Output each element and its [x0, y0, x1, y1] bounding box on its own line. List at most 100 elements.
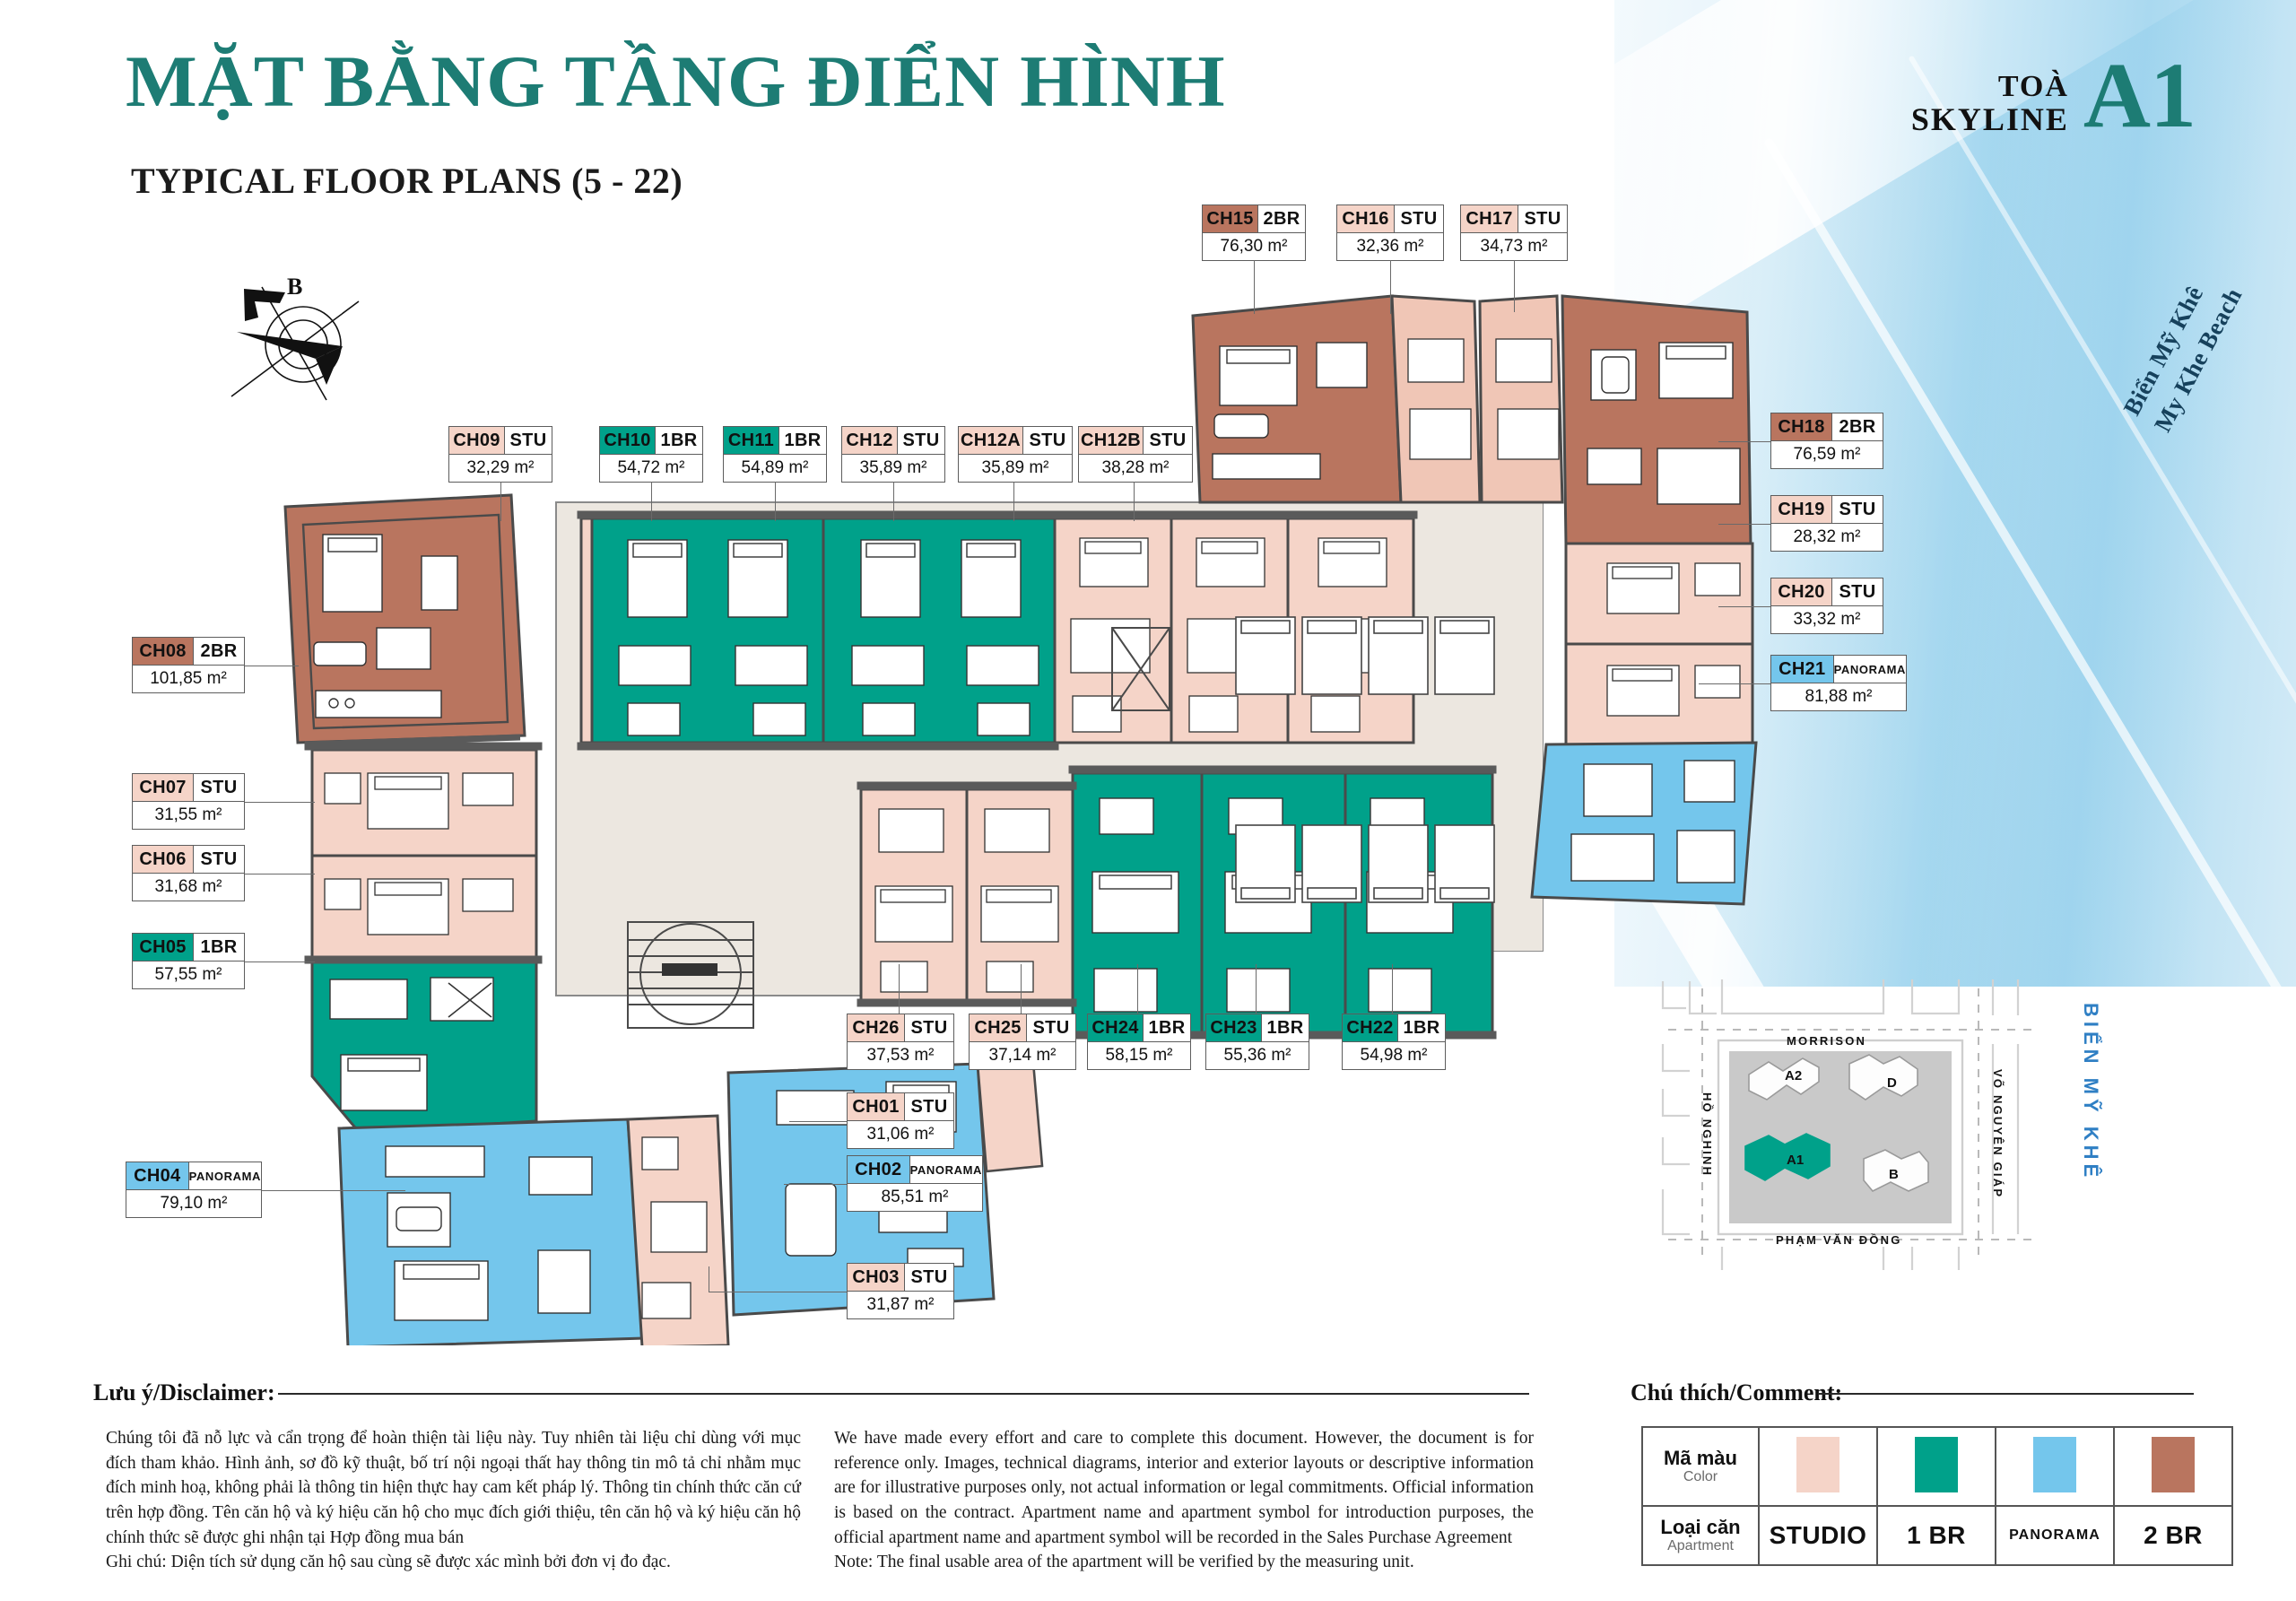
unit-type: STU [1832, 579, 1883, 605]
unit-code: CH12 [842, 427, 898, 454]
unit-area: 37,14 m² [970, 1042, 1075, 1069]
unit-type: STU [1832, 496, 1883, 523]
leader-line [789, 1121, 847, 1123]
ocean-deep-band [1614, 0, 2296, 987]
leader-line [1390, 260, 1392, 314]
leader-line [899, 964, 900, 1014]
legend-type-row: Loại căn Apartment STUDIO 1 BR PANORAMA … [1641, 1505, 2233, 1566]
unit-type: 2BR [194, 638, 244, 665]
site-street-right: VÕ NGUYÊN GIÁP [1991, 1069, 2005, 1199]
unit-type: 2BR [1258, 205, 1305, 232]
unit-type: STU [1518, 205, 1567, 232]
disclaimer-heading: Lưu ý/Disclaimer: [93, 1379, 275, 1405]
legend-type-1br: 1 BR [1876, 1505, 1996, 1566]
ocean-foam-band [1614, 0, 2296, 987]
disclaimer-vi-body: Chúng tôi đã nỗ lực và cẩn trọng để hoàn… [106, 1429, 801, 1547]
unit-area: 55,36 m² [1206, 1042, 1309, 1069]
ocean-gradient-band [1614, 0, 2296, 987]
unit-code: CH06 [133, 846, 194, 873]
unit-type: PANORAMA [1833, 656, 1906, 683]
unit-area: 35,89 m² [959, 455, 1072, 482]
legend-swatch-panorama [1995, 1426, 2115, 1507]
leader-line [1392, 964, 1394, 1014]
unit-type: STU [505, 427, 552, 454]
unit-type: 1BR [1144, 1014, 1190, 1041]
leader-line [1134, 482, 1135, 521]
ocean-decoration [1614, 0, 2296, 987]
page-title: MẶT BẰNG TẦNG ĐIỂN HÌNH [126, 40, 1226, 122]
unit-area: 35,89 m² [842, 455, 944, 482]
ocean-foam-line [1762, 136, 2296, 987]
legend-color-header: Mã màu Color [1641, 1426, 1760, 1507]
unit-area: 31,87 m² [848, 1292, 953, 1318]
disclaimer-rule [278, 1393, 1529, 1395]
unit-type: 1BR [1262, 1014, 1309, 1041]
unit-code: CH12A [959, 427, 1023, 454]
legend-type-panorama: PANORAMA [1995, 1505, 2115, 1566]
leader-line [1718, 524, 1770, 526]
unit-type: STU [1395, 205, 1443, 232]
unit-code: CH22 [1343, 1014, 1398, 1041]
legend-swatch-2br [2113, 1426, 2233, 1507]
unit-code: CH20 [1771, 579, 1832, 605]
unit-area: 76,59 m² [1771, 441, 1883, 468]
tower-label-skyline: SKYLINE [1910, 100, 2069, 137]
unit-type: PANORAMA [909, 1156, 982, 1183]
legend-color-label-en: Color [1683, 1469, 1718, 1485]
legend-type-studio: STUDIO [1758, 1505, 1878, 1566]
unit-type: STU [1144, 427, 1192, 454]
unit-code: CH02 [848, 1156, 910, 1183]
unit-code: CH07 [133, 774, 194, 801]
comment-rule [1819, 1393, 2194, 1395]
leader-line [1718, 441, 1770, 443]
unit-area: 31,55 m² [133, 802, 244, 829]
disclaimer-en-body: We have made every effort and care to co… [834, 1429, 1534, 1547]
unit-code: CH09 [449, 427, 505, 454]
page-subtitle: TYPICAL FLOOR PLANS (5 - 22) [131, 161, 683, 201]
unit-area: 76,30 m² [1203, 233, 1305, 260]
unit-code: CH26 [848, 1014, 905, 1041]
comment-heading: Chú thích/Comment: [1631, 1379, 1843, 1405]
unit-type: STU [898, 427, 944, 454]
unit-code: CH08 [133, 638, 194, 665]
legend-swatch-studio [1758, 1426, 1878, 1507]
leader-line [1699, 683, 1770, 685]
unit-type: 2BR [1832, 413, 1883, 440]
site-building-A1: A1 [1787, 1153, 1804, 1168]
site-beach-label: BIỂN MỸ KHÊ [2080, 1003, 2102, 1182]
unit-type: STU [905, 1014, 953, 1041]
leader-line [651, 482, 653, 521]
legend-type-label-en: Apartment [1667, 1538, 1734, 1554]
unit-code: CH03 [848, 1264, 905, 1291]
unit-type: STU [194, 774, 244, 801]
unit-area: 81,88 m² [1771, 683, 1906, 710]
unit-area: 85,51 m² [848, 1184, 982, 1211]
unit-code: CH23 [1206, 1014, 1262, 1041]
